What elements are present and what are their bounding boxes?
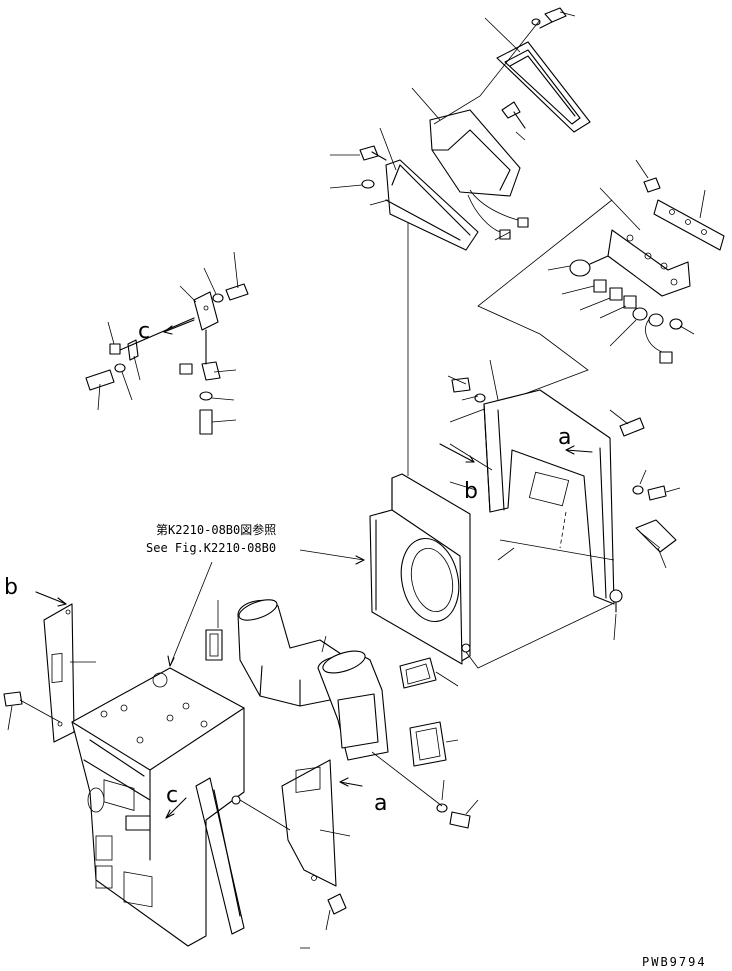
side-cover-panel <box>483 389 615 605</box>
duct-gasket <box>409 721 447 767</box>
bolt-icon <box>451 377 471 393</box>
view-label-b: b <box>464 479 478 504</box>
washer-icon <box>361 179 375 189</box>
lamp-housing <box>429 109 521 197</box>
connector-block <box>635 519 677 553</box>
view-label-c: c <box>166 783 178 808</box>
washer-icon <box>114 363 126 373</box>
connector-icon <box>517 217 529 228</box>
figure-reference-english: See Fig.K2210-08B0 <box>146 541 276 555</box>
bolt-icon <box>199 409 213 435</box>
eye-bolt-icon <box>609 589 623 603</box>
bolt-icon <box>619 417 645 437</box>
visor-frame <box>496 41 591 133</box>
figure-reference-japanese: 第K2210-08B0図参照 <box>156 522 276 537</box>
switch-panel-plate <box>607 229 691 297</box>
bolt-icon <box>327 893 347 915</box>
nut-icon <box>109 343 121 355</box>
lamp-bracket <box>385 159 479 251</box>
rocker-switch-icon <box>609 287 623 301</box>
connector-icon <box>659 351 673 364</box>
left-side-cover <box>3 591 96 743</box>
washer-icon <box>632 485 644 495</box>
view-label-b: b <box>4 575 18 600</box>
air-duct-assembly <box>205 599 479 829</box>
view-label-c: c <box>138 319 150 344</box>
cab-frame-body <box>71 667 245 947</box>
washer-icon <box>212 293 224 303</box>
bolt-icon <box>225 283 249 301</box>
mount-bracket-assembly <box>85 251 249 435</box>
bolt-icon <box>643 177 661 193</box>
switch-panel-assembly <box>449 159 725 423</box>
rocker-switch-icon <box>623 295 637 309</box>
lower-cover-plate <box>281 759 337 887</box>
drawing-code: PWB9794 <box>642 955 707 969</box>
switch-cover-plate <box>653 199 725 251</box>
main-cab-frame <box>71 561 245 947</box>
bolt-icon <box>85 369 115 391</box>
washer-icon <box>199 391 213 401</box>
bolt-icon <box>531 7 567 29</box>
nut-icon <box>125 815 151 831</box>
lower-side-cover <box>231 759 351 949</box>
key-switch-icon <box>569 259 591 277</box>
right-side-panel-assembly <box>439 359 681 641</box>
bolt-icon <box>449 811 471 829</box>
rocker-switch-icon <box>593 279 607 293</box>
bolt-icon <box>359 145 379 161</box>
duct-gasket <box>205 629 223 661</box>
nut-icon <box>179 363 193 375</box>
blower-housing-assembly <box>299 473 613 669</box>
bolt-icon <box>647 485 667 501</box>
lamp-bracket-assembly <box>329 7 591 251</box>
washer-icon <box>474 393 486 403</box>
mount-bracket <box>193 291 219 331</box>
washer-icon <box>436 803 448 813</box>
view-label-a: a <box>374 791 387 816</box>
view-label-a: a <box>558 425 571 450</box>
duct-gasket <box>399 657 437 689</box>
bolt-icon <box>3 691 23 707</box>
left-cover-plate <box>43 603 75 743</box>
